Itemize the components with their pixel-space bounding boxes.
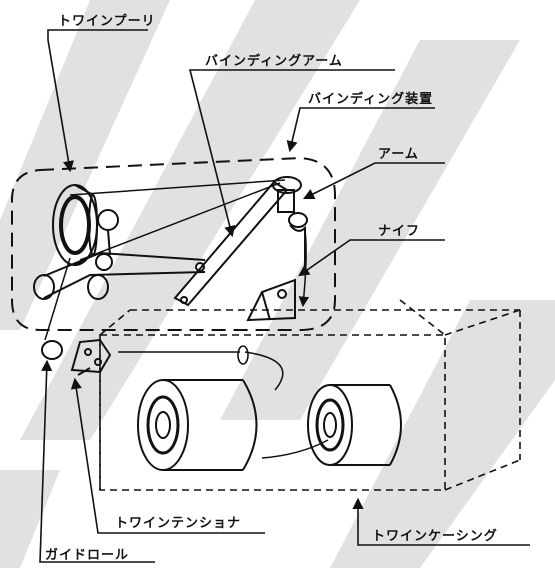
twine-ball-right xyxy=(307,384,402,466)
label-twine-casing: トワインケーシング xyxy=(372,529,498,544)
label-binding-device: バインディング装置 xyxy=(308,92,434,107)
twine-path xyxy=(44,179,310,391)
knife xyxy=(246,278,296,322)
twine-connector xyxy=(261,439,329,459)
arm-assembly xyxy=(272,176,308,270)
label-knife: ナイフ xyxy=(378,224,421,239)
twine-ball-left xyxy=(137,379,258,471)
twine-casing-boundary xyxy=(99,299,521,491)
twine-eyelet xyxy=(237,345,249,365)
label-guide-roll: ガイドロール xyxy=(45,548,130,563)
label-twine-tensioner: トワインテンショナ xyxy=(115,516,242,531)
guide-roll xyxy=(41,340,63,360)
leader-lines xyxy=(39,29,530,563)
twine-tensioner xyxy=(70,338,112,376)
binding-device-boundary xyxy=(11,156,336,331)
label-arm: アーム xyxy=(378,147,419,162)
label-twine-pulley: トワインプーリ xyxy=(58,14,156,29)
label-binding-arm: バインディングアーム xyxy=(205,54,343,69)
